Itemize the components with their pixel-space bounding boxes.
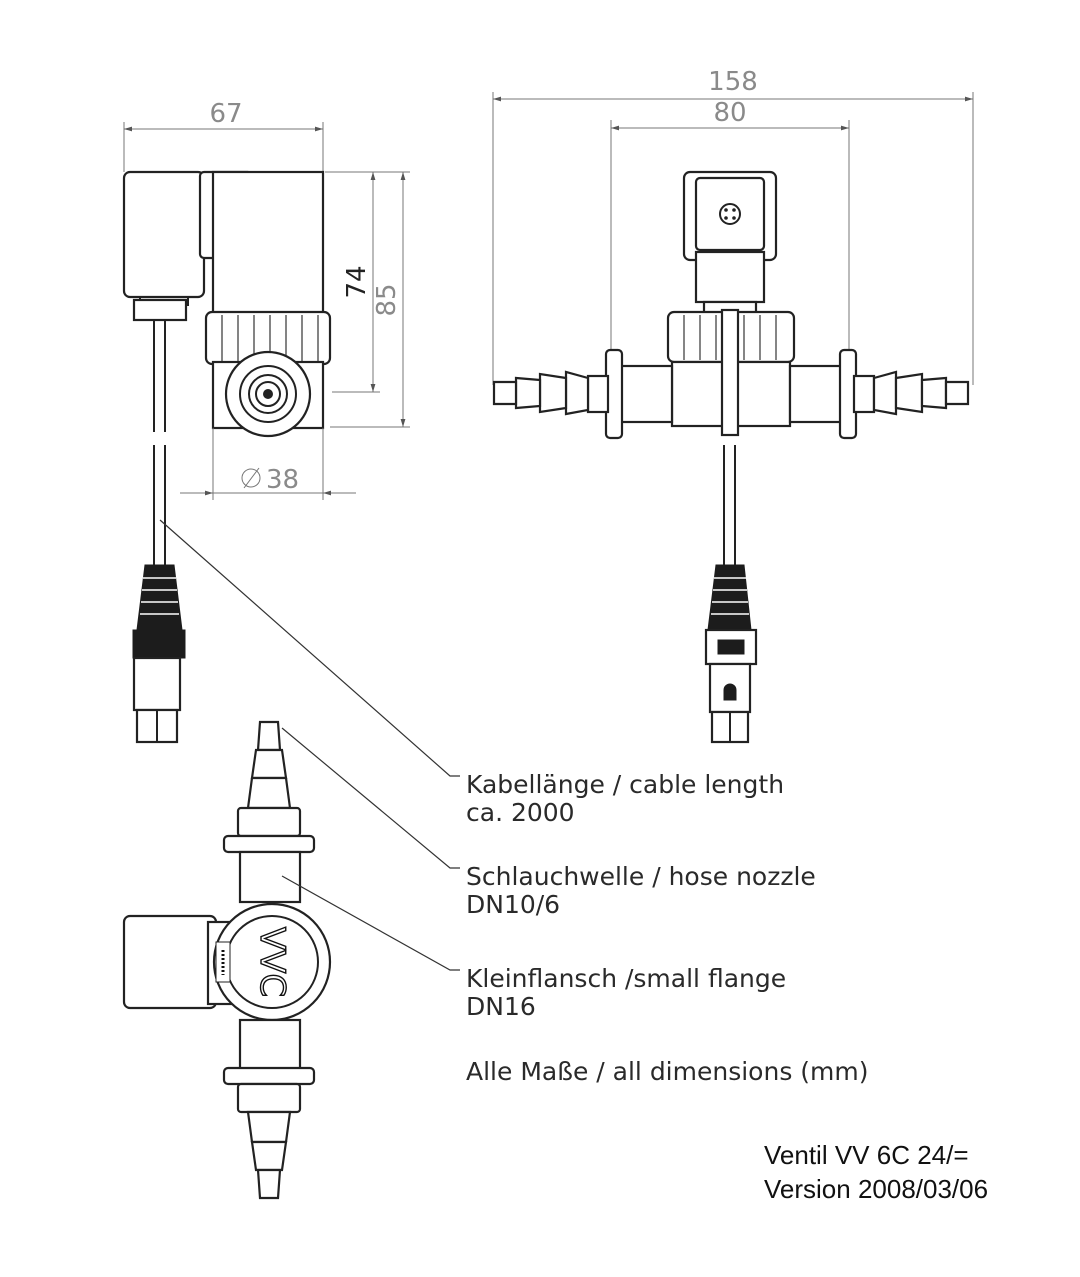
cable-length-label: Kabellänge / cable length	[466, 770, 784, 799]
small-flange-label: Kleinflansch /small flange	[466, 964, 786, 993]
leader-lines	[159, 519, 460, 971]
cable-length-value: ca. 2000	[466, 798, 575, 827]
dim-80: 80	[713, 98, 746, 128]
all-dimensions-note: Alle Maße / all dimensions (mm)	[466, 1057, 869, 1086]
dim-85: 85	[372, 283, 402, 316]
dim-74: 74	[342, 265, 372, 298]
hose-nozzle-label: Schlauchwelle / hose nozzle	[466, 862, 816, 891]
title-block: Ventil VV 6C 24/= Version 2008/03/06	[764, 1140, 988, 1204]
product-name: Ventil VV 6C 24/=	[764, 1140, 969, 1170]
dim-158: 158	[708, 67, 758, 97]
top-view: VVC	[122, 720, 332, 1200]
vvc-logo: VVC	[252, 927, 292, 997]
dim-diameter-38: 38	[266, 465, 299, 495]
hose-nozzle-value: DN10/6	[466, 890, 560, 919]
side-view: 67 74 85	[122, 99, 410, 744]
product-version: Version 2008/03/06	[764, 1174, 988, 1204]
front-view: 158 80	[492, 67, 974, 744]
dim-67: 67	[209, 99, 242, 129]
small-flange-value: DN16	[466, 992, 536, 1021]
callout-labels: Kabellänge / cable length ca. 2000 Schla…	[466, 770, 869, 1086]
